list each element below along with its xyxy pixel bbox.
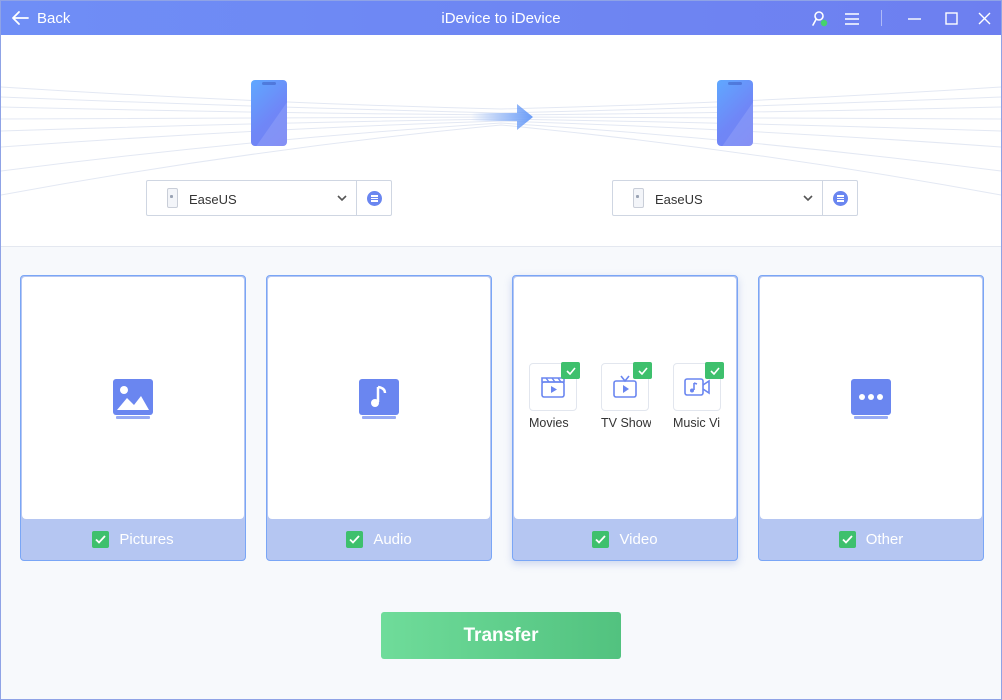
more-dots-icon (851, 379, 891, 419)
list-menu-icon (366, 190, 382, 206)
titlebar-divider (881, 10, 882, 26)
list-menu-icon (832, 190, 848, 206)
checkbox-checked-icon[interactable] (346, 530, 364, 548)
window-title: iDevice to iDevice (441, 10, 561, 27)
chevron-down-icon (803, 195, 813, 202)
category-label: Pictures (119, 530, 174, 548)
card-footer: Video (513, 518, 737, 560)
category-card-other[interactable]: Other (758, 275, 984, 561)
source-device-name: EaseUS (189, 192, 237, 207)
card-footer: Pictures (21, 518, 245, 560)
transfer-direction-arrow-icon (471, 104, 533, 130)
subitem-label: Movies (529, 416, 569, 430)
source-device-dropdown[interactable]: EaseUS (147, 181, 357, 215)
tv-icon (613, 375, 637, 398)
category-label: Audio (373, 530, 412, 548)
card-body (22, 277, 244, 519)
card-body: Movies TV Show (514, 277, 736, 519)
checkbox-checked-icon[interactable] (92, 530, 110, 548)
subitem-movies[interactable]: Movies (529, 362, 580, 430)
category-card-pictures[interactable]: Pictures (20, 275, 246, 561)
device-phone-icon (167, 188, 178, 208)
source-device-selector: EaseUS (146, 180, 392, 216)
back-arrow-icon (12, 11, 29, 25)
target-device-menu-button[interactable] (823, 181, 857, 215)
movie-clapper-icon (541, 377, 565, 398)
pictures-icon (113, 379, 153, 419)
transfer-button[interactable]: Transfer (381, 612, 621, 659)
target-device-name: EaseUS (655, 192, 703, 207)
checkbox-checked-icon[interactable] (561, 362, 580, 379)
source-device-menu-button[interactable] (357, 181, 391, 215)
close-icon[interactable] (976, 10, 994, 28)
back-label: Back (37, 9, 71, 27)
minimize-icon[interactable] (906, 10, 924, 28)
checkbox-checked-icon[interactable] (838, 530, 856, 548)
category-label: Video (619, 530, 658, 548)
category-card-audio[interactable]: Audio (266, 275, 492, 561)
card-body (268, 277, 490, 519)
checkbox-checked-icon[interactable] (705, 362, 724, 379)
maximize-icon[interactable] (943, 10, 961, 28)
subitem-label: Music Vi (673, 416, 721, 430)
user-account-icon[interactable] (811, 10, 829, 28)
target-phone-image (717, 80, 753, 146)
music-video-icon (684, 378, 710, 396)
card-footer: Audio (267, 518, 491, 560)
target-device-selector: EaseUS (612, 180, 858, 216)
card-body (760, 277, 982, 519)
music-note-icon (359, 379, 399, 419)
device-phone-icon (633, 188, 644, 208)
title-bar: Back iDevice to iDevice (1, 1, 1001, 35)
checkbox-checked-icon[interactable] (592, 530, 610, 548)
subitem-music-video[interactable]: Music Vi (673, 362, 724, 430)
subitem-label: TV Show (601, 416, 651, 430)
category-label: Other (865, 530, 904, 548)
target-device-dropdown[interactable]: EaseUS (613, 181, 823, 215)
back-button[interactable]: Back (11, 7, 70, 29)
card-footer: Other (759, 518, 983, 560)
chevron-down-icon (337, 195, 347, 202)
category-card-video[interactable]: Movies TV Show (512, 275, 738, 561)
device-panel: EaseUS EaseUS (1, 35, 1001, 247)
source-phone-image (251, 80, 287, 146)
checkbox-checked-icon[interactable] (633, 362, 652, 379)
subitem-tv-show[interactable]: TV Show (601, 362, 652, 430)
menu-icon[interactable] (843, 10, 861, 28)
